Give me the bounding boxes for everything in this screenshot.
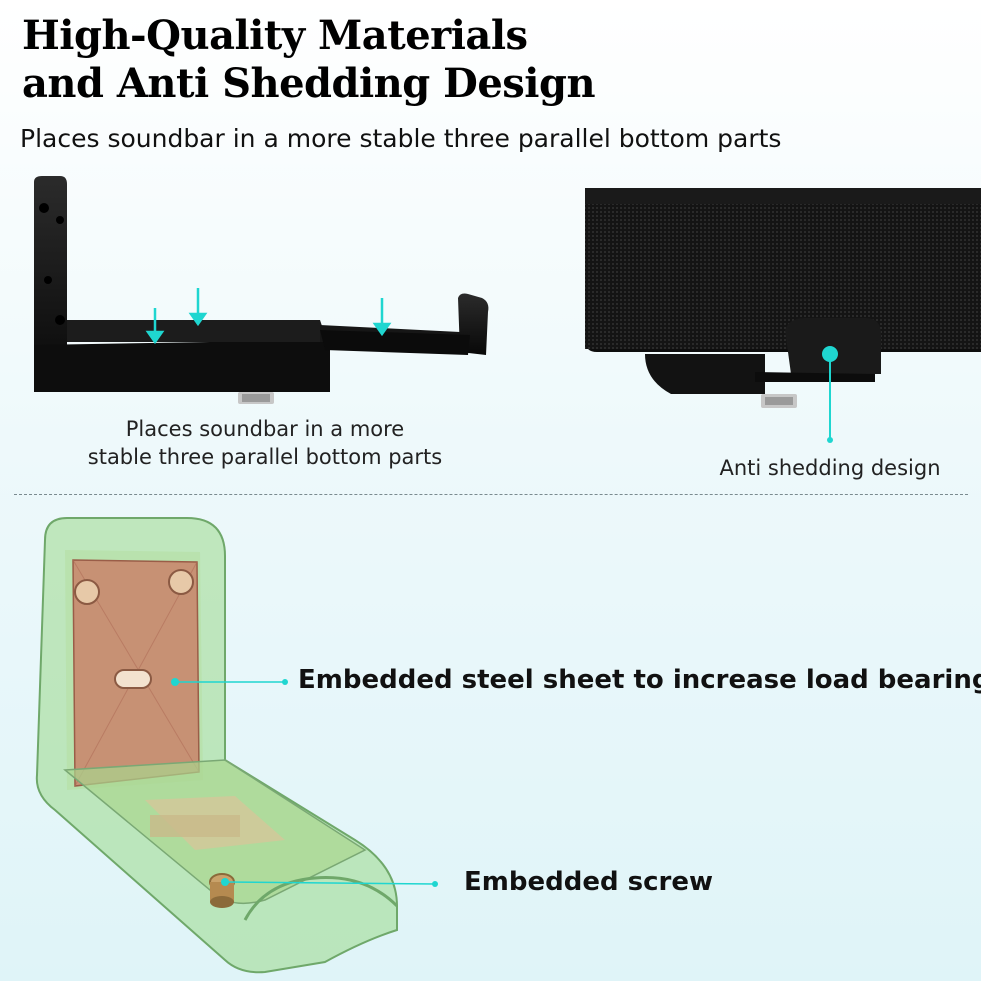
title-line-2: and Anti Shedding Design: [22, 60, 596, 107]
page-title: High-Quality Materials and Anti Shedding…: [22, 12, 596, 108]
bracket-image: [34, 176, 489, 404]
bracket-caption-line-1: Places soundbar in a more: [125, 417, 405, 441]
bracket-caption-line-2: stable three parallel bottom parts: [87, 445, 443, 469]
title-line-1: High-Quality Materials: [22, 12, 528, 59]
soundbar-caption: Anti shedding design: [719, 456, 941, 480]
steel-sheet-callout: Embedded steel sheet to increase load be…: [298, 665, 981, 695]
screw-callout: Embedded screw: [464, 867, 713, 897]
page-subtitle: Places soundbar in a more stable three p…: [20, 124, 782, 153]
bracket-caption: Places soundbar in a more stable three p…: [60, 415, 470, 471]
dashed-divider: [14, 494, 968, 495]
transparent-bracket-image: [35, 517, 438, 974]
arrow-icons: [145, 288, 392, 345]
soundbar-image: [585, 188, 981, 443]
